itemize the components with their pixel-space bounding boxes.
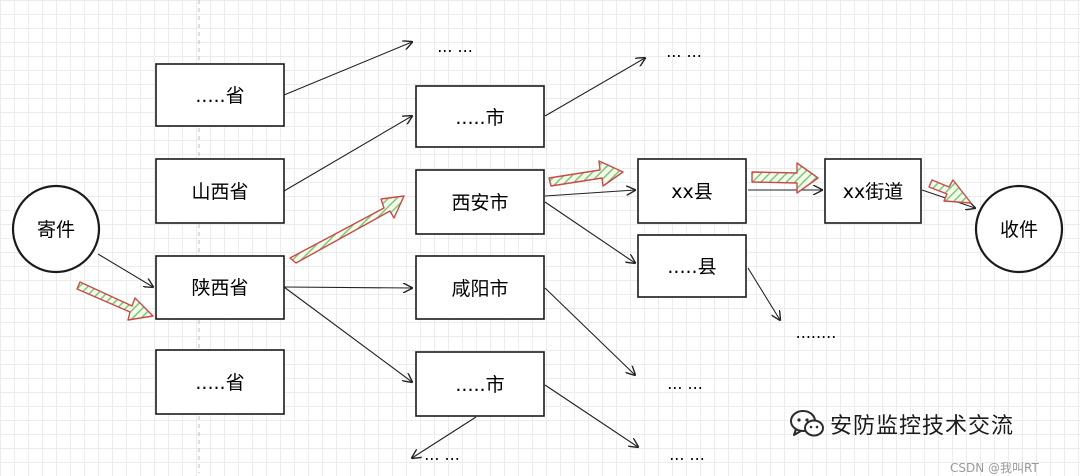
edge-province-top-to-top xyxy=(283,42,412,96)
county-xx-label: xx县 xyxy=(671,181,713,203)
watermark-text: 安防监控技术交流 xyxy=(830,414,1015,439)
province-box-top: .....省 xyxy=(155,63,285,127)
city-top-label: .....市 xyxy=(455,107,504,129)
connectors xyxy=(97,42,975,458)
city-box-bottom: .....市 xyxy=(415,351,545,417)
city-bottom-label: .....市 xyxy=(455,374,504,396)
wechat-icon xyxy=(790,410,824,437)
city-xianyang-label: 咸阳市 xyxy=(451,278,508,300)
edge-xian-xx-county xyxy=(544,190,635,197)
province-box-shanxi: 山西省 xyxy=(155,158,285,224)
street-box-xx: xx街道 xyxy=(824,158,922,224)
province-shanxi-label: 山西省 xyxy=(191,181,248,203)
edge-shaanxi-xianyang xyxy=(283,287,412,288)
flow-arrow-1 xyxy=(76,281,154,321)
sender-label: 寄件 xyxy=(37,219,75,241)
flow-arrow-2 xyxy=(289,195,405,264)
ellipsis-mid-right: ........ xyxy=(796,323,837,342)
watermark: 安防监控技术交流 xyxy=(790,408,1014,440)
watermark-subtext: CSDN @我叫RT xyxy=(950,461,1039,475)
province-bottom-label: .....省 xyxy=(195,372,244,394)
receiver-label: 收件 xyxy=(1000,219,1038,241)
province-box-shaanxi: 陕西省 xyxy=(155,255,285,320)
province-top-label: .....省 xyxy=(195,85,244,107)
ellipsis-lower-right: ... ... xyxy=(667,374,703,393)
edge-city-bottom-bottom-mid xyxy=(412,416,477,458)
county-box-other: .....县 xyxy=(637,234,747,298)
county-box-xx: xx县 xyxy=(637,158,747,224)
province-shaanxi-label: 陕西省 xyxy=(191,277,248,299)
edge-shanxi-city-top xyxy=(283,116,412,192)
flow-arrow-4 xyxy=(751,162,819,194)
edge-xian-other-county xyxy=(544,201,635,263)
county-other-label: .....县 xyxy=(667,256,716,278)
city-xian-label: 西安市 xyxy=(451,192,508,214)
city-box-xian: 西安市 xyxy=(415,169,545,235)
ellipsis-bottom-mid: ... ... xyxy=(424,445,460,464)
edge-county-other-mid xyxy=(747,267,780,320)
province-box-bottom: .....省 xyxy=(155,349,285,415)
ellipsis-top-mid: ... ... xyxy=(437,37,473,56)
main-flow-arrows xyxy=(76,160,972,321)
edge-shaanxi-city-bottom xyxy=(283,286,412,382)
edge-city-top-to-top-right xyxy=(544,58,645,117)
edge-sender-shaanxi xyxy=(97,253,153,287)
edge-xianyang-lower-right xyxy=(544,287,635,375)
city-box-top: .....市 xyxy=(415,85,545,148)
receiver-node: 收件 xyxy=(974,184,1064,274)
sender-node: 寄件 xyxy=(11,184,101,274)
flow-arrow-3 xyxy=(548,160,624,187)
ellipsis-bottom-right: ... ... xyxy=(669,445,705,464)
ellipsis-top-right: ... ... xyxy=(666,42,702,61)
street-xx-label: xx街道 xyxy=(843,181,904,203)
edge-city-bottom-bottom-right xyxy=(544,384,638,447)
city-box-xianyang: 咸阳市 xyxy=(415,255,545,320)
flow-arrow-5 xyxy=(928,179,972,204)
